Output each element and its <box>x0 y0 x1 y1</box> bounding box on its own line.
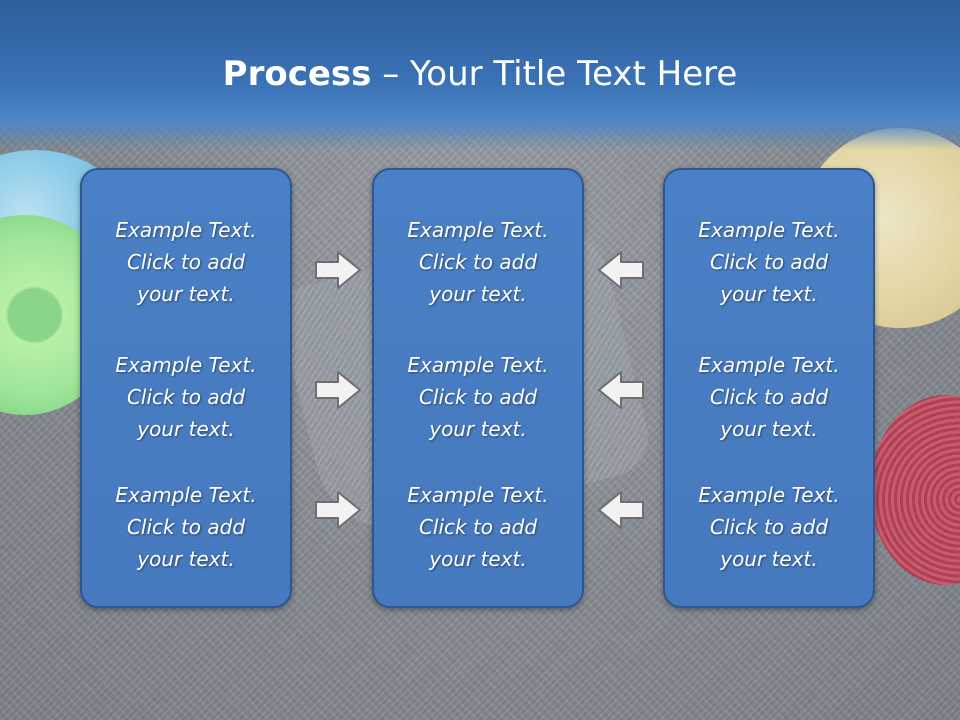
text-line: Example Text. <box>698 218 840 242</box>
text-item[interactable]: Example Text. Click to add your text. <box>374 214 582 310</box>
text-line: Example Text. <box>115 483 257 507</box>
text-item[interactable]: Example Text. Click to add your text. <box>82 479 290 575</box>
text-line: Example Text. <box>115 353 257 377</box>
text-item[interactable]: Example Text. Click to add your text. <box>82 349 290 445</box>
arrow-right-icon[interactable] <box>314 370 362 410</box>
arrow-left-icon[interactable] <box>597 250 645 290</box>
text-line: Example Text. <box>698 353 840 377</box>
text-line: Click to add <box>418 515 538 539</box>
text-line: Click to add <box>126 250 246 274</box>
text-line: your text. <box>720 282 818 306</box>
text-line: your text. <box>720 547 818 571</box>
text-line: Click to add <box>418 385 538 409</box>
text-item[interactable]: Example Text. Click to add your text. <box>665 349 873 445</box>
text-line: your text. <box>137 282 235 306</box>
text-line: your text. <box>137 547 235 571</box>
text-line: Example Text. <box>407 218 549 242</box>
text-line: Example Text. <box>407 353 549 377</box>
text-line: Click to add <box>709 515 829 539</box>
arrow-right-icon[interactable] <box>314 490 362 530</box>
text-line: your text. <box>429 282 527 306</box>
arrow-left-icon[interactable] <box>597 370 645 410</box>
text-line: Click to add <box>126 515 246 539</box>
title-dash: – <box>371 54 411 94</box>
arrow-right-icon[interactable] <box>314 250 362 290</box>
slide-title[interactable]: Process – Your Title Text Here <box>0 52 960 96</box>
text-line: your text. <box>429 417 527 441</box>
process-box-center[interactable]: Example Text. Click to add your text. Ex… <box>372 168 584 608</box>
process-box-left[interactable]: Example Text. Click to add your text. Ex… <box>80 168 292 608</box>
text-item[interactable]: Example Text. Click to add your text. <box>665 214 873 310</box>
text-item[interactable]: Example Text. Click to add your text. <box>374 349 582 445</box>
arrow-left-icon[interactable] <box>597 490 645 530</box>
text-item[interactable]: Example Text. Click to add your text. <box>374 479 582 575</box>
text-line: Click to add <box>709 385 829 409</box>
title-bold: Process <box>222 54 372 94</box>
text-line: Example Text. <box>115 218 257 242</box>
process-box-right[interactable]: Example Text. Click to add your text. Ex… <box>663 168 875 608</box>
text-line: your text. <box>137 417 235 441</box>
title-rest: Your Title Text Here <box>410 54 738 94</box>
text-line: Example Text. <box>698 483 840 507</box>
text-item[interactable]: Example Text. Click to add your text. <box>665 479 873 575</box>
text-item[interactable]: Example Text. Click to add your text. <box>82 214 290 310</box>
text-line: Click to add <box>126 385 246 409</box>
text-line: Click to add <box>709 250 829 274</box>
text-line: your text. <box>720 417 818 441</box>
text-line: Click to add <box>418 250 538 274</box>
text-line: your text. <box>429 547 527 571</box>
title-band <box>0 0 960 150</box>
text-line: Example Text. <box>407 483 549 507</box>
